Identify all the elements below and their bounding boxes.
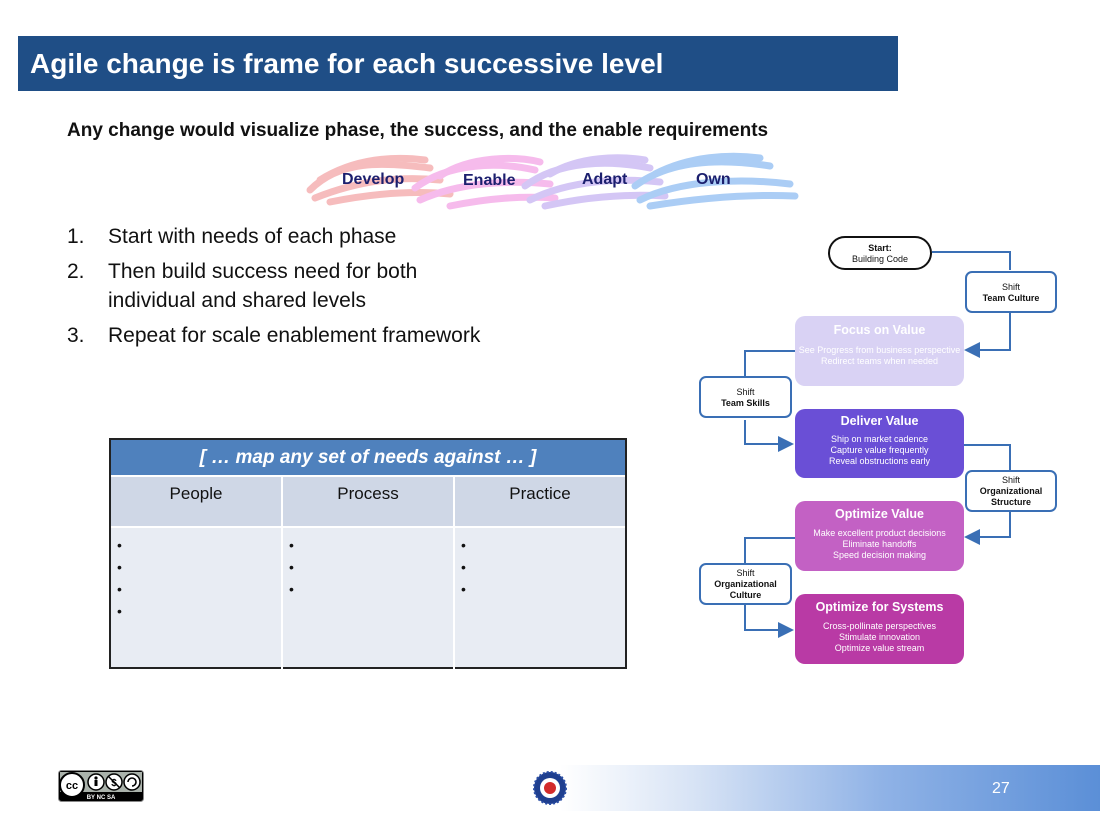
people-cell: • • • •	[111, 528, 283, 669]
shift-label: Structure	[990, 497, 1031, 507]
needs-table-column-headers: People Process Practice	[111, 477, 625, 528]
stage-item: Eliminate handoffs	[842, 539, 917, 549]
column-header-process: Process	[283, 477, 455, 526]
start-label: Start:	[868, 243, 892, 253]
shift-label: Team Culture	[982, 293, 1040, 303]
slide-title: Agile change is frame for each successiv…	[30, 47, 664, 79]
table-bullet: •	[461, 537, 466, 553]
shift-box-org-culture: Shift Organizational Culture	[699, 563, 792, 605]
step-number: 2.	[67, 260, 85, 283]
table-bullet: •	[461, 559, 466, 575]
stage-item: Redirect teams when needed	[820, 356, 939, 366]
phase-adapt: Adapt	[582, 171, 628, 188]
shift-box-team-skills: Shift Team Skills	[699, 376, 792, 418]
step-text: Then build success need for both individ…	[108, 260, 418, 312]
step-item: 2. Then build success need for both indi…	[67, 257, 487, 315]
stage-item: Make excellent product decisions	[813, 528, 946, 538]
roundel-logo-icon	[533, 771, 567, 805]
stage-box-optimize-for-systems: Optimize for Systems Cross-pollinate per…	[795, 594, 964, 664]
stage-item: Optimize value stream	[834, 643, 925, 653]
stage-item: Capture value frequently	[830, 445, 929, 455]
shift-prefix: Shift	[736, 387, 755, 397]
phase-enable: Enable	[463, 172, 516, 189]
stage-item: Stimulate innovation	[838, 632, 921, 642]
phase-own: Own	[696, 171, 731, 188]
license-badge-text: BY NC SA	[87, 795, 116, 801]
stage-title: Focus on Value	[833, 323, 926, 337]
stage-box-focus-on-value: Focus on Value See Progress from busines…	[795, 316, 964, 386]
stage-item: Speed decision making	[832, 550, 927, 560]
stage-title: Optimize Value	[835, 507, 924, 521]
stage-title: Optimize for Systems	[815, 600, 944, 614]
step-item: 1. Start with needs of each phase	[67, 222, 487, 251]
flow-connectors	[744, 251, 1011, 638]
stage-title: Deliver Value	[840, 414, 919, 428]
shift-box-org-structure: Shift Organizational Structure	[965, 470, 1057, 512]
shift-label: Organizational	[714, 579, 777, 589]
phase-scribble-graphic	[306, 152, 799, 210]
stage-box-optimize-value: Optimize Value Make excellent product de…	[795, 501, 964, 571]
needs-table: [ … map any set of needs against … ] Peo…	[109, 438, 627, 669]
shift-label: Organizational	[979, 486, 1043, 496]
table-bullet: •	[117, 537, 122, 553]
stage-box-deliver-value: Deliver Value Ship on market cadence Cap…	[795, 409, 964, 478]
shift-box-team-culture: Shift Team Culture	[965, 271, 1057, 313]
slide-subtitle: Any change would visualize phase, the su…	[67, 120, 769, 141]
start-detail: Building Code	[851, 254, 909, 264]
stage-item: Cross-pollinate perspectives	[822, 621, 937, 631]
column-header-practice: Practice	[509, 484, 571, 503]
table-bullet: •	[289, 537, 294, 553]
stage-item: Ship on market cadence	[830, 434, 929, 444]
shift-prefix: Shift	[1001, 282, 1020, 292]
shift-prefix: Shift	[1001, 475, 1020, 485]
phase-develop: Develop	[342, 171, 405, 188]
phase-banner: Develop Enable Adapt Own	[300, 150, 800, 212]
step-text: Start with needs of each phase	[108, 225, 397, 248]
table-bullet: •	[117, 581, 122, 597]
table-bullet: •	[117, 603, 122, 619]
table-bullet: •	[289, 581, 294, 597]
page-number: 27	[992, 780, 1010, 797]
stage-item: See Progress from business perspective	[798, 345, 961, 355]
table-bullet: •	[289, 559, 294, 575]
footer-band	[560, 765, 1100, 811]
svg-text:$: $	[111, 778, 117, 789]
flow-start-box: Start: Building Code	[828, 236, 932, 270]
shift-label: Team Skills	[721, 398, 770, 408]
svg-text:cc: cc	[66, 780, 78, 792]
step-number: 3.	[67, 324, 85, 347]
process-cell: • • •	[283, 528, 455, 669]
needs-table-header: [ … map any set of needs against … ]	[111, 440, 625, 477]
practice-cell: • • •	[455, 528, 625, 669]
table-bullet: •	[461, 581, 466, 597]
creative-commons-badge: cc $ BY NC SA	[58, 770, 144, 802]
steps-list: 1. Start with needs of each phase 2. The…	[67, 222, 487, 356]
step-number: 1.	[67, 225, 85, 248]
shift-prefix: Shift	[736, 568, 755, 578]
step-text: Repeat for scale enablement framework	[108, 324, 481, 347]
shift-label: Culture	[729, 590, 762, 600]
column-header-people: People	[111, 477, 283, 526]
table-bullet: •	[117, 559, 122, 575]
step-item: 3. Repeat for scale enablement framework	[67, 321, 487, 350]
stage-item: Reveal obstructions early	[828, 456, 931, 466]
slide-title-bar: Agile change is frame for each successiv…	[18, 36, 898, 91]
needs-table-body: • • • • • • • • • •	[111, 528, 625, 669]
